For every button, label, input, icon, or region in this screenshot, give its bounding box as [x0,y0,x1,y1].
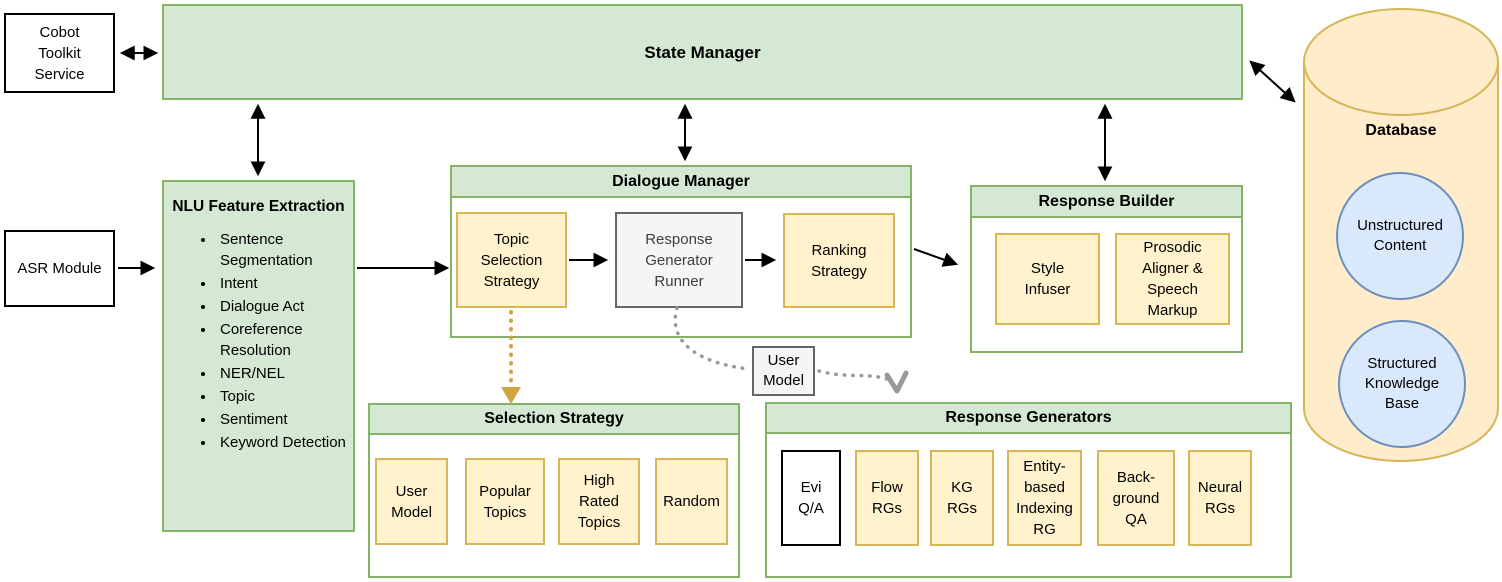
nlu-feature-item: Sentiment [216,409,353,430]
random-strategy-label: Random [663,493,720,510]
dotted-arrow-yellow-head [501,387,521,404]
ranking-strategy-node: Ranking Strategy [783,213,895,308]
high-rated-topics-label: High Rated Topics [577,472,621,531]
selection-strategy-header: Selection Strategy [370,405,738,435]
asr-module-node: ASR Module [4,230,115,307]
structured-knowledge-base-node: Structured Knowledge Base [1338,320,1466,448]
evi-qa-label: Evi Q/A [798,479,824,517]
nlu-feature-item: Coreference Resolution [216,319,353,361]
unstructured-content-label: Unstructured Content [1357,217,1443,254]
background-qa-label: Back-ground QA [1112,468,1160,528]
high-rated-topics-node: High Rated Topics [558,458,640,545]
kg-rgs-node: KG RGs [930,450,994,546]
style-infuser-node: Style Infuser [995,233,1100,325]
topic-selection-strategy-label: Topic Selection Strategy [480,230,543,290]
nlu-feature-list: Sentence SegmentationIntentDialogue ActC… [164,229,353,453]
structured-knowledge-base-label: Structured Knowledge Base [1364,355,1440,412]
cobot-toolkit-service-label: Cobot Toolkit Service [34,23,85,83]
neural-rgs-node: Neural RGs [1188,450,1252,546]
response-builder-title: Response Builder [1038,192,1175,210]
unstructured-content-node: Unstructured Content [1336,172,1464,300]
nlu-feature-item: Topic [216,386,353,407]
arrow-statemanager-database [1249,60,1296,103]
neural-rgs-label: Neural RGs [1197,479,1243,517]
response-generators-title: Response Generators [945,409,1112,426]
response-generators-header: Response Generators [767,404,1290,434]
response-generator-runner-label: Response Generator Runner [645,230,713,290]
user-model-strategy-label: User Model [391,482,432,521]
popular-topics-node: Popular Topics [465,458,545,545]
style-infuser-label: Style Infuser [1024,260,1071,298]
response-generator-runner-node: Response Generator Runner [615,212,743,308]
arrow-dialoguemanager-responsebuilder [913,248,959,267]
popular-topics-label: Popular Topics [479,482,531,521]
flow-rgs-label: Flow RGs [871,479,903,517]
random-strategy-node: Random [655,458,728,545]
kg-rgs-label: KG RGs [947,479,977,517]
user-model-tag-label: User Model [763,352,804,389]
cobot-toolkit-service-node: Cobot Toolkit Service [4,13,115,93]
state-manager-label: State Manager [644,42,761,62]
nlu-feature-item: Intent [216,273,353,294]
nlu-feature-extraction-node: NLU Feature Extraction Sentence Segmenta… [162,180,355,532]
response-builder-header: Response Builder [972,187,1241,218]
state-manager-node: State Manager [162,4,1243,100]
entity-based-indexing-rg-node: Entity-based Indexing RG [1007,450,1082,546]
dialogue-manager-title: Dialogue Manager [612,172,750,190]
flow-rgs-node: Flow RGs [855,450,919,546]
asr-module-label: ASR Module [17,260,102,277]
nlu-feature-item: Dialogue Act [216,296,353,317]
evi-qa-node: Evi Q/A [781,450,841,546]
user-model-tag: User Model [752,346,815,396]
prosodic-aligner-label: Prosodic Aligner & Speech Markup [1142,239,1203,319]
nlu-feature-item: Keyword Detection [216,432,353,453]
dialogue-manager-header: Dialogue Manager [452,167,910,198]
topic-selection-strategy-node: Topic Selection Strategy [456,212,567,308]
nlu-feature-item: Sentence Segmentation [216,229,353,271]
user-model-strategy-node: User Model [375,458,448,545]
dotted-arrow-gray-head [884,370,909,394]
background-qa-node: Back-ground QA [1097,450,1175,546]
selection-strategy-title: Selection Strategy [484,410,624,427]
dotted-arrow-usermodel-responsegenerators [817,369,892,382]
nlu-title: NLU Feature Extraction [172,198,345,215]
ranking-strategy-label: Ranking Strategy [811,241,867,280]
entity-based-indexing-rg-label: Entity-based Indexing RG [1016,458,1073,538]
nlu-feature-item: NER/NEL [216,363,353,384]
database-label: Database [1365,122,1437,139]
prosodic-aligner-node: Prosodic Aligner & Speech Markup [1115,233,1230,325]
